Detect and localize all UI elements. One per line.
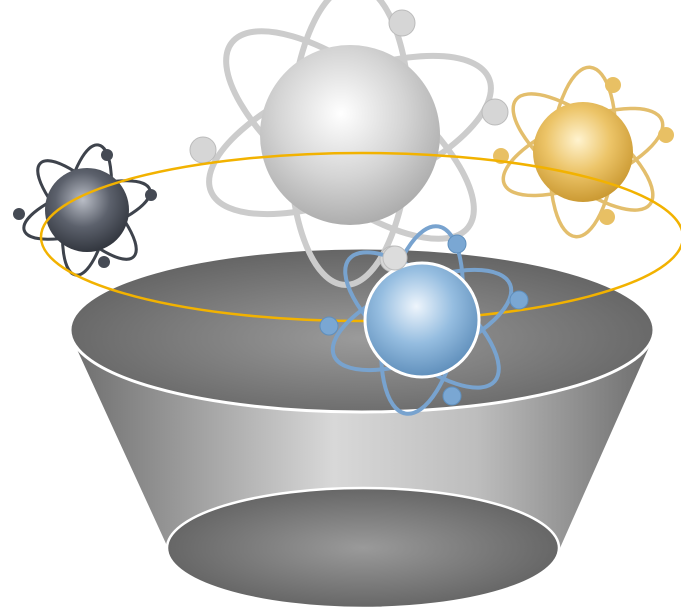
dark-atom xyxy=(13,141,157,279)
funnel-top-opening xyxy=(70,248,654,412)
silver-electron xyxy=(383,246,407,270)
funnel-bottom-opening xyxy=(167,488,559,608)
gold-atom xyxy=(492,65,674,240)
